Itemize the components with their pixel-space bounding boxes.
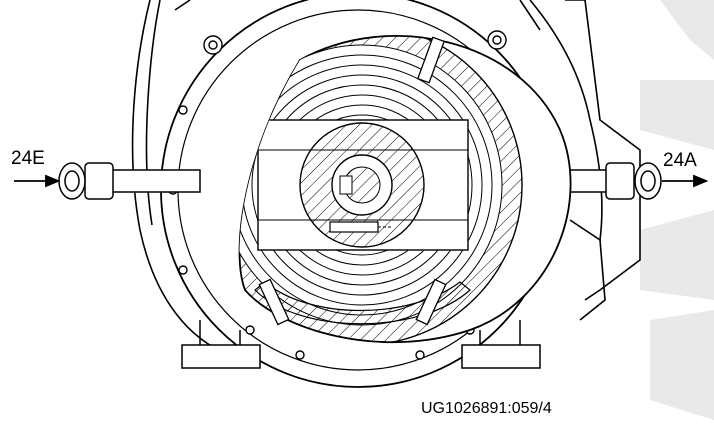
pump-housing: [131, 0, 641, 356]
inlet-arrow: [14, 174, 61, 188]
figure-code-label: UG1026891:059/4: [421, 400, 552, 417]
inlet-port-label: 24E: [11, 148, 45, 169]
watermark: [640, 0, 714, 420]
outlet-port-label: 24A: [663, 150, 697, 171]
cutaway-section: [238, 35, 572, 343]
outlet-arrow: [662, 174, 709, 188]
mounting-feet: [181, 320, 541, 369]
left-pipe: [58, 162, 201, 200]
